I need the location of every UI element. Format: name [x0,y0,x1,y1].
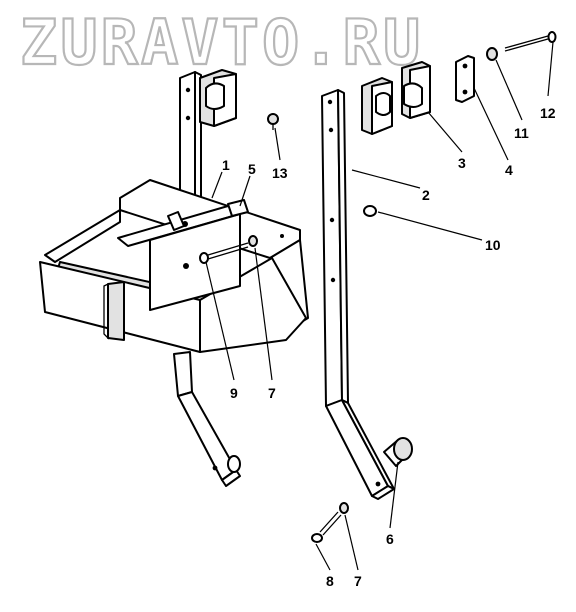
callout-11: 11 [514,125,529,141]
watermark-text: ZURAVTO.RU [20,6,423,79]
right-mounting-bracket [321,89,395,500]
clamp-plate [455,55,475,103]
callout-13: 13 [272,165,288,181]
callout-6: 6 [386,531,394,547]
callout-7-lower: 7 [354,573,362,589]
nut-10 [363,205,377,217]
left-mounting-bracket [173,71,241,487]
callout-4: 4 [505,162,513,178]
callout-7-upper: 7 [268,385,276,401]
callout-10: 10 [485,237,501,253]
left-bracket-clamp [199,69,237,127]
callout-3: 3 [458,155,466,171]
leader-lines [205,41,554,571]
rubber-bumper [383,437,413,467]
callout-8: 8 [326,573,334,589]
long-bolt [504,31,557,52]
callout-12: 12 [540,105,556,121]
nut-13 [267,113,279,125]
tray [39,179,309,353]
callout-5: 5 [248,161,256,177]
callout-1: 1 [222,157,230,173]
clamp-blocks [361,61,431,135]
washer-7-upper [248,235,258,247]
bolt-9 [199,242,249,264]
washer-11 [486,47,498,61]
callout-9: 9 [230,385,238,401]
callout-2: 2 [422,187,430,203]
bolt-8 [311,511,342,543]
callout-labels: 1 5 2 3 4 11 12 13 10 9 7 6 8 7 [222,105,556,589]
washer-7-lower [339,502,349,514]
